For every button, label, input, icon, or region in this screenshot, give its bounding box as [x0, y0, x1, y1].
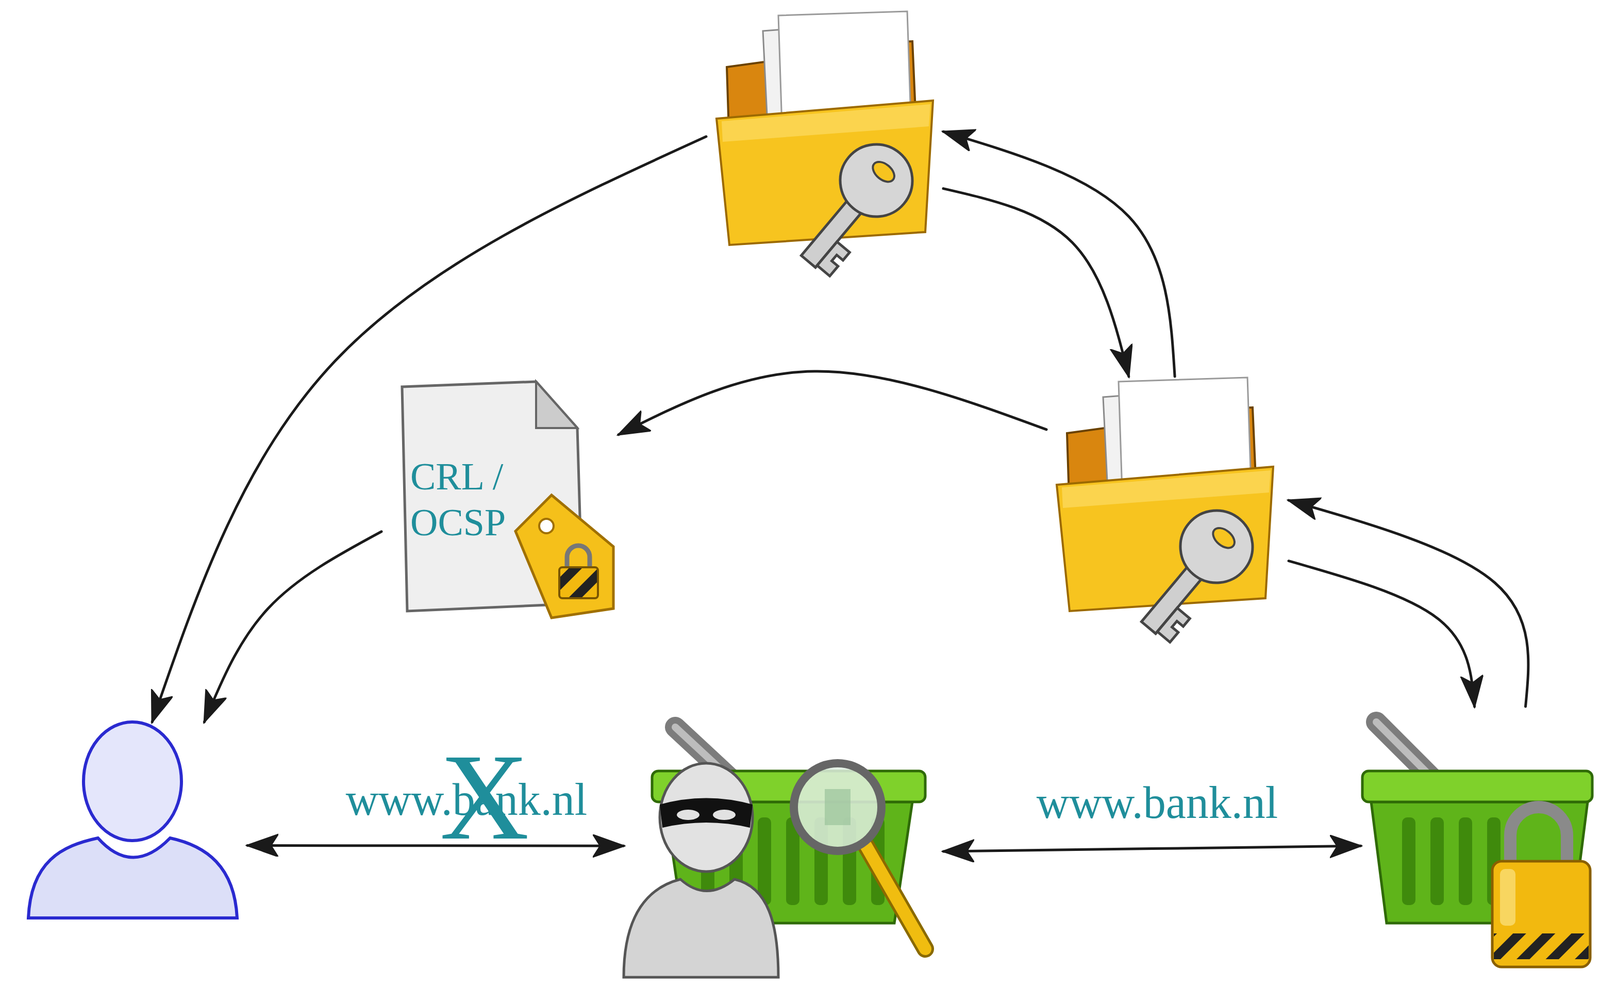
strike-mark: X — [439, 734, 529, 859]
connector-arrow — [1288, 560, 1475, 707]
crl-document-part — [567, 545, 590, 568]
user-figure — [28, 721, 238, 918]
connector-arrow — [618, 371, 1047, 435]
bank-shop-part — [1510, 806, 1568, 861]
connector-arrow — [1288, 500, 1529, 707]
bank-shop-part-part — [1402, 817, 1416, 905]
user-figure-part — [83, 721, 182, 841]
crl-document-part — [536, 381, 578, 428]
attacker-shop-part — [676, 809, 700, 820]
attacker-shop-part — [824, 788, 851, 825]
intermediate-ca-folder — [1056, 377, 1274, 651]
attacker-shop-part — [659, 797, 753, 828]
attacker-shop-part — [712, 809, 736, 820]
attacker-shop-part — [793, 762, 882, 851]
root-ca-icon — [706, 10, 944, 258]
connector-arrow — [943, 131, 1175, 377]
connector-arrow — [943, 188, 1129, 377]
bank-shop-part — [1492, 860, 1591, 967]
user-icon — [20, 721, 248, 939]
bank-shop-part-part — [1458, 817, 1473, 905]
intermediate-ca-icon — [1046, 376, 1289, 629]
bank-shop — [1362, 721, 1593, 967]
bank-shop-part — [1362, 770, 1593, 802]
attacker-icon — [623, 706, 944, 980]
bank-shop-part-part — [1430, 817, 1444, 905]
bank-icon — [1360, 706, 1593, 980]
crl-document — [402, 381, 614, 618]
attacker-shop-part — [623, 878, 779, 977]
attacker-shop-part — [659, 762, 753, 872]
attacker-shop-part — [865, 845, 926, 949]
crl-document-part — [559, 567, 598, 598]
connector-arrow — [204, 531, 382, 722]
bank-shop-part — [1402, 817, 1501, 905]
crl-document-part — [515, 494, 614, 618]
attacker-shop — [623, 726, 926, 977]
user-figure-part — [28, 837, 238, 918]
bank-shop-part — [1493, 932, 1589, 959]
connector-arrow — [247, 843, 624, 847]
attacker-shop-part — [865, 845, 926, 949]
bank-shop-part — [1500, 868, 1516, 926]
connector-arrow — [152, 136, 707, 722]
revocation-document: CRL / OCSP — [381, 376, 619, 619]
edge-label: www.bank.nl — [1036, 777, 1278, 828]
node-text: CRL / OCSP — [410, 453, 535, 546]
attacker-shop-part-part — [757, 817, 772, 905]
crl-document-part — [539, 518, 554, 533]
root-ca-folder — [716, 11, 933, 285]
connector-arrow — [943, 845, 1361, 852]
